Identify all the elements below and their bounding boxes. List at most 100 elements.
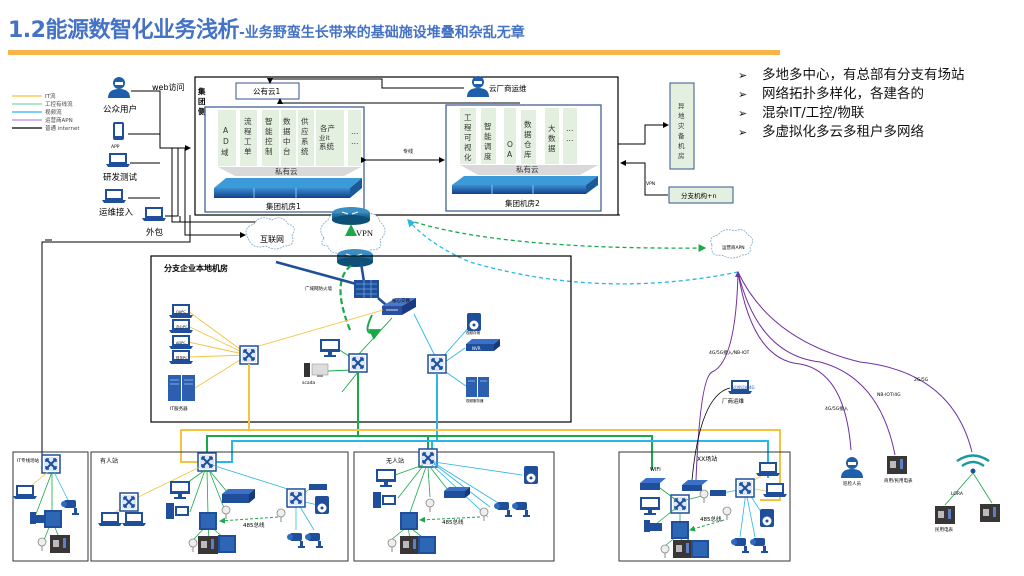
dc2-private-cloud-label: 私有云 [516, 164, 539, 174]
staffed-edge-gateway-icon [222, 489, 255, 503]
video-storage-label: 视频存储 [466, 330, 480, 335]
staffed-sensor-icon [221, 505, 231, 520]
bullet-arrow-icon: ➢ [738, 88, 748, 101]
staffed-video-switch-icon [286, 488, 306, 508]
internet-to-firewall-link [275, 260, 361, 287]
unmanned-camera-icon [494, 502, 512, 517]
xx-disk-icon [760, 509, 774, 527]
svg-text:…: … [566, 124, 574, 133]
group-side-label-3: 侧 [198, 106, 206, 116]
xx-monitor-icon [640, 497, 660, 515]
it-server-label: IT服务器 [170, 405, 188, 412]
svg-text:应: 应 [301, 126, 309, 136]
staffed-disk-icon [315, 496, 329, 514]
outsource-label: 外包 [146, 227, 164, 238]
dedicated-gateway-icon [44, 510, 62, 528]
staffed-ptz-camera-icon [276, 508, 286, 523]
bullet-arrow-icon: ➢ [738, 107, 748, 120]
inspector-label: 巡检人员 [843, 480, 861, 487]
title-sub: -业务野蛮生长带来的基础施设堆叠和杂乱无章 [238, 25, 525, 41]
unmanned-sensor-icon [425, 498, 435, 513]
ics-apn-dashed-link [407, 219, 707, 252]
unmanned-gauge-icon [387, 538, 397, 553]
group-side-frame [194, 76, 619, 216]
dc2-app-columns [460, 108, 577, 164]
svg-text:可: 可 [464, 133, 472, 142]
dedicated-pc-icon [13, 485, 37, 499]
dc1-app-columns [218, 110, 361, 166]
wan-firewall-icon [354, 280, 379, 298]
apn-links [695, 271, 973, 481]
ops-access-label: 运维接入 [99, 207, 134, 218]
staffed-meter-icon [198, 536, 218, 554]
branch-n-box [668, 186, 734, 204]
staffed-camera-icon [287, 533, 305, 548]
svg-text:大: 大 [548, 123, 556, 133]
svg-text:域: 域 [221, 147, 229, 157]
vpn-label: VPN [356, 228, 373, 238]
dedicated-camera-icon [61, 500, 79, 515]
dedicated-line-label: 专线 [403, 148, 413, 155]
svg-text:…: … [566, 134, 574, 143]
xx-gauge-icon [660, 544, 670, 559]
branch-monitor-label: 监控屏 [324, 343, 335, 348]
dedicated-gauge-icon [37, 537, 47, 552]
svg-text:D: D [223, 137, 229, 146]
xx-meter-icon [673, 540, 693, 558]
svg-text:化: 化 [464, 152, 472, 162]
it-server-icon [168, 375, 195, 401]
svg-text:制: 制 [265, 146, 273, 156]
civil-meter-icon [935, 506, 955, 524]
xx-wifi-label: WIFI [650, 467, 661, 473]
dc2-server-rack-icon [452, 176, 598, 194]
svg-text:…: … [351, 137, 359, 146]
xx-station-frame [618, 451, 791, 562]
svg-text:视: 视 [464, 142, 472, 152]
staffed-pc-icon [122, 512, 146, 526]
branch-video-switch-icon [427, 354, 447, 374]
video-server-icon [466, 377, 489, 397]
carrier-apn-cloud [710, 229, 753, 259]
dedicated-station-frame [12, 451, 89, 562]
svg-text:智: 智 [484, 121, 492, 131]
unmanned-bus-label: 485总线 [442, 518, 464, 526]
civil-meter-label: 民用电表 [935, 526, 953, 533]
outsource-laptop-icon [142, 207, 166, 221]
svg-text:各产: 各产 [320, 123, 335, 133]
branch-n-label: 分支机构+n [681, 191, 717, 200]
branch-pc-label: 办公PC [176, 324, 188, 329]
dc2-label: 集团机房2 [505, 198, 540, 208]
legend: IT流 工控有线流 视频流 运营商APN 普通 internet [12, 92, 80, 132]
commercial-meter-icon [887, 456, 907, 474]
green-dashed-loop [339, 264, 353, 331]
group-side-label-1: 集 [197, 86, 206, 96]
dedicated-meter-icon [50, 535, 70, 553]
svg-text:单: 单 [244, 146, 252, 156]
svg-text:调: 调 [484, 142, 492, 151]
public-cloud-link [277, 98, 520, 104]
bullet-item: ➢多虚拟化多云多租户多网络 [738, 124, 924, 140]
xx-ap-icon [640, 478, 666, 490]
wan-firewall-label: 广域网防火墙 [305, 285, 332, 292]
dc1-private-cloud-funnel [218, 167, 361, 176]
backup-dc-box [669, 82, 695, 170]
bullet-item: ➢多地多中心，有总部有分支有场站 [738, 67, 965, 83]
page-title: 1.2能源数智化业务浅析-业务野蛮生长带来的基础施设堆叠和杂乱无章 [8, 12, 525, 44]
staffed-sub-switch-icon [119, 492, 139, 512]
staffed-station-title: 有人站 [100, 457, 118, 465]
group-side-label-2: 团 [198, 97, 206, 106]
svg-text:程: 程 [464, 123, 472, 132]
commercial-meter-label: 商用/民用电表 [884, 477, 913, 484]
staffed-bus-label: 485总线 [243, 521, 265, 529]
unmanned-station-title: 无人站 [386, 457, 404, 465]
branch-room-frame [150, 255, 572, 423]
xx-panel-icon [691, 540, 709, 558]
staffed-nvr-icon [309, 484, 327, 490]
svg-text:异: 异 [678, 102, 685, 110]
staffed-station-frame [90, 451, 349, 562]
staffed-camera-icon [305, 533, 323, 548]
svg-text:工: 工 [464, 113, 472, 122]
unmanned-edge-gateway-icon [444, 487, 470, 498]
